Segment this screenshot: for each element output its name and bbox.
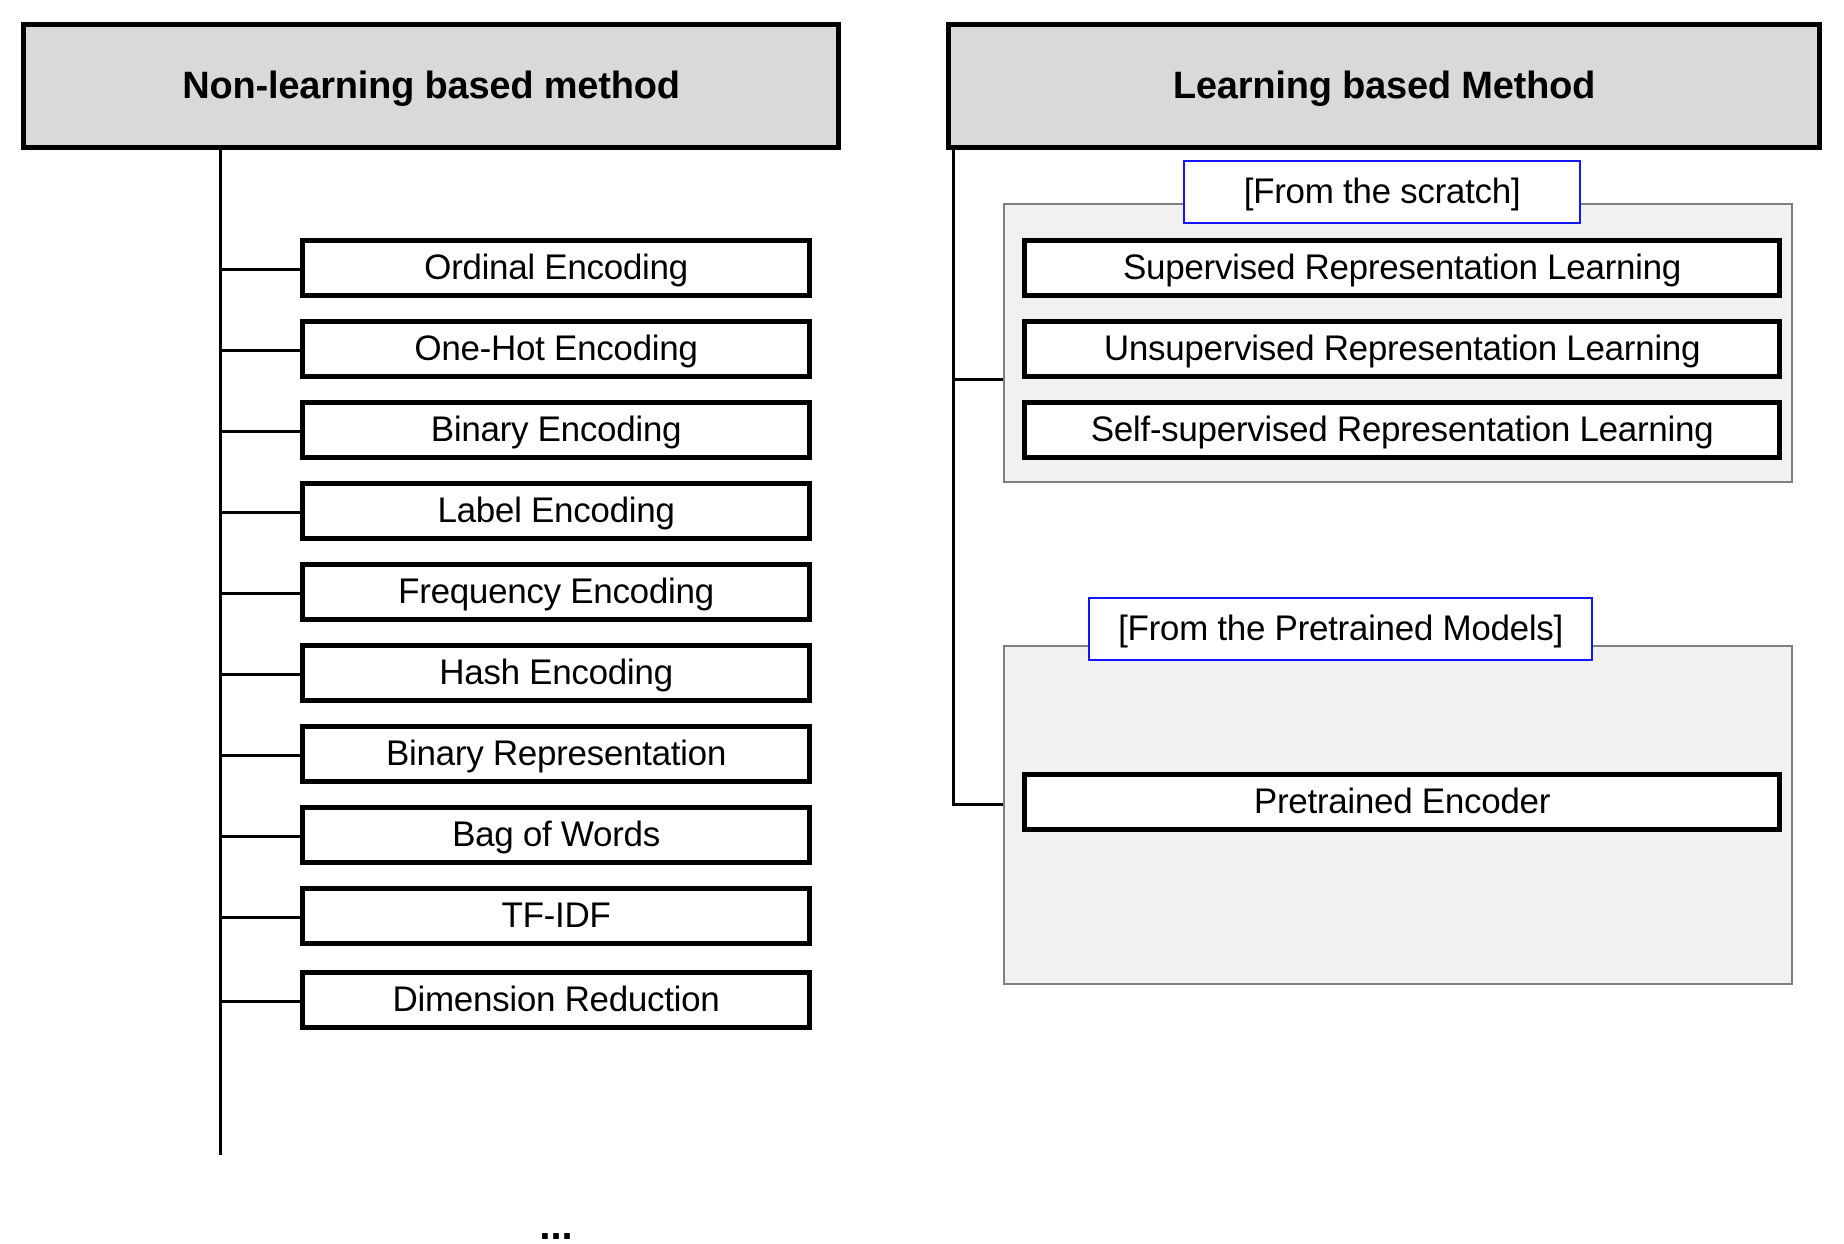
node-label: Bag of Words	[452, 815, 660, 854]
node-hash-encoding[interactable]: Hash Encoding	[300, 643, 812, 703]
caption-label: [From the scratch]	[1243, 172, 1521, 211]
learning-header-label: Learning based Method	[1172, 64, 1596, 107]
node-binary-encoding[interactable]: Binary Encoding	[300, 400, 812, 460]
node-tf-idf[interactable]: TF-IDF	[300, 886, 812, 946]
node-binary-representation[interactable]: Binary Representation	[300, 724, 812, 784]
node-label: Hash Encoding	[439, 653, 673, 692]
node-label: Frequency Encoding	[398, 572, 714, 611]
non-learning-branch-9	[219, 916, 303, 919]
node-label: Self-supervised Representation Learning	[1090, 410, 1714, 449]
caption-from-scratch: [From the scratch]	[1183, 160, 1581, 224]
node-label: Label Encoding	[437, 491, 675, 530]
node-label: Binary Representation	[385, 734, 726, 773]
non-learning-branch-5	[219, 592, 303, 595]
node-label-encoding[interactable]: Label Encoding	[300, 481, 812, 541]
non-learning-branch-2	[219, 349, 303, 352]
more-items-ellipsis: ...	[539, 1204, 573, 1244]
learning-header-box: Learning based Method	[946, 22, 1822, 150]
learning-branch-from-scratch	[952, 378, 1005, 381]
node-label: Dimension Reduction	[392, 980, 720, 1019]
node-ordinal-encoding[interactable]: Ordinal Encoding	[300, 238, 812, 298]
non-learning-header-label: Non-learning based method	[182, 64, 680, 107]
non-learning-branch-3	[219, 430, 303, 433]
node-supervised-representation-learning[interactable]: Supervised Representation Learning	[1022, 238, 1782, 298]
non-learning-branch-1	[219, 268, 303, 271]
non-learning-connector-spine	[219, 150, 222, 1155]
node-pretrained-encoder[interactable]: Pretrained Encoder	[1022, 772, 1782, 832]
learning-connector-spine	[952, 147, 955, 806]
learning-branch-from-pretrained	[952, 803, 1005, 806]
node-bag-of-words[interactable]: Bag of Words	[300, 805, 812, 865]
non-learning-branch-8	[219, 835, 303, 838]
node-label: Supervised Representation Learning	[1123, 248, 1681, 287]
node-label: One-Hot Encoding	[414, 329, 698, 368]
non-learning-branch-6	[219, 673, 303, 676]
node-dimension-reduction[interactable]: Dimension Reduction	[300, 970, 812, 1030]
node-label: TF-IDF	[501, 896, 611, 935]
node-unsupervised-representation-learning[interactable]: Unsupervised Representation Learning	[1022, 319, 1782, 379]
node-label: Ordinal Encoding	[424, 248, 688, 287]
node-one-hot-encoding[interactable]: One-Hot Encoding	[300, 319, 812, 379]
non-learning-branch-10	[219, 1000, 303, 1003]
node-frequency-encoding[interactable]: Frequency Encoding	[300, 562, 812, 622]
non-learning-branch-4	[219, 511, 303, 514]
non-learning-branch-7	[219, 754, 303, 757]
node-label: Binary Encoding	[430, 410, 682, 449]
node-label: Unsupervised Representation Learning	[1103, 329, 1701, 368]
node-label: Pretrained Encoder	[1253, 782, 1551, 821]
caption-from-pretrained-models: [From the Pretrained Models]	[1088, 597, 1593, 661]
non-learning-header-box: Non-learning based method	[21, 22, 841, 150]
caption-label: [From the Pretrained Models]	[1118, 609, 1563, 648]
node-self-supervised-representation-learning[interactable]: Self-supervised Representation Learning	[1022, 400, 1782, 460]
